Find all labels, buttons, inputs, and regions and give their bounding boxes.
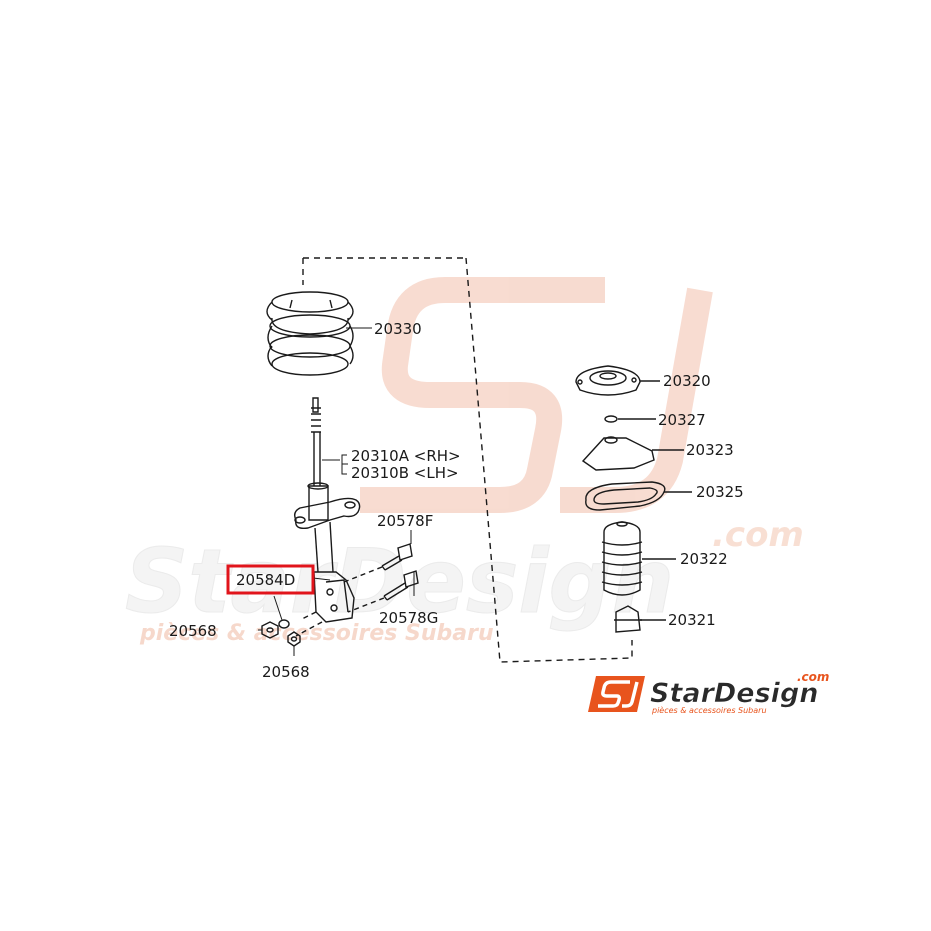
- nut-bottom: [287, 631, 301, 647]
- label-20310b[interactable]: 20310B <LH>: [351, 464, 459, 482]
- spring-seat-upper: [581, 436, 684, 471]
- nut-left: [261, 619, 290, 639]
- watermark-tagline: pièces & accessoires Subaru: [139, 621, 494, 646]
- bolt-upper: [381, 543, 413, 571]
- rubber-seat: [585, 481, 692, 511]
- label-20320[interactable]: 20320: [663, 372, 711, 390]
- sj-logo-icon: [588, 676, 645, 712]
- label-20568-left[interactable]: 20568: [169, 622, 217, 640]
- label-20330[interactable]: 20330: [374, 320, 422, 338]
- label-20578g[interactable]: 20578G: [379, 609, 438, 627]
- part-labels: 20330 20310A <RH> 20310B <LH> 20578F 205…: [169, 320, 744, 681]
- top-mount: [575, 365, 660, 396]
- label-20325[interactable]: 20325: [696, 483, 744, 501]
- logo-tagline: pièces & accessoires Subaru: [651, 705, 767, 715]
- logo-brand: StarDesign: [650, 678, 819, 709]
- stardesign-logo: StarDesign .com pièces & accessoires Sub…: [588, 670, 829, 715]
- label-20568-bottom[interactable]: 20568: [262, 663, 310, 681]
- bolt-lower: [383, 570, 419, 601]
- bump-stop: [614, 605, 666, 633]
- mount-assembly: [575, 365, 692, 633]
- label-20322[interactable]: 20322: [680, 550, 728, 568]
- watermark-sj-emblem: [360, 277, 713, 513]
- shock-absorber: [293, 397, 361, 623]
- label-20321[interactable]: 20321: [668, 611, 716, 629]
- strut-assembly: [258, 257, 633, 663]
- dust-boot: [601, 521, 676, 596]
- label-20327[interactable]: 20327: [658, 411, 706, 429]
- watermark-domain: .com: [712, 515, 804, 555]
- label-20584d[interactable]: 20584D: [236, 571, 295, 589]
- label-20310a[interactable]: 20310A <RH>: [351, 447, 461, 465]
- highlight-box: [226, 564, 315, 595]
- logo-domain: .com: [797, 670, 829, 684]
- dashed-frame: [302, 257, 633, 663]
- washer-small: [604, 415, 656, 423]
- leader-lines: [258, 327, 415, 656]
- label-20323[interactable]: 20323: [686, 441, 734, 459]
- label-20578f[interactable]: 20578F: [377, 512, 433, 530]
- coil-spring: [266, 291, 354, 376]
